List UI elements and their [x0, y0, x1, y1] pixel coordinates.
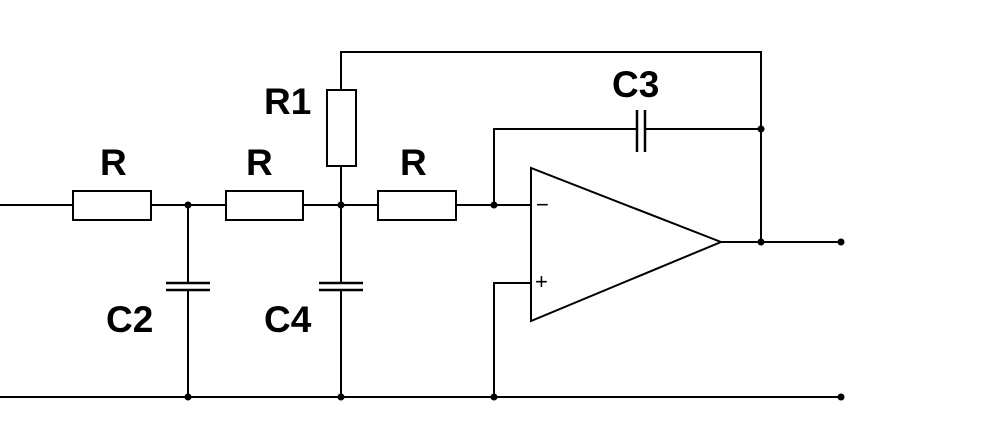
junctions — [184, 125, 845, 401]
resistor-r-in — [72, 190, 152, 221]
label-c2: C2 — [106, 299, 153, 340]
resistor-r-out — [377, 190, 457, 221]
opamp-inverting-sign: − — [536, 192, 549, 217]
junction-node1 — [184, 201, 192, 209]
wires — [0, 51, 842, 398]
junction-ground-opamp — [490, 393, 498, 401]
junction-ground-c2 — [184, 393, 192, 401]
capacitor-c3 — [635, 110, 647, 152]
label-r1: R1 — [264, 81, 311, 122]
opamp-noninverting-sign: + — [535, 269, 548, 294]
junction-node2 — [337, 201, 345, 209]
label-r-mid: R — [246, 142, 273, 183]
opamp: − + — [530, 166, 724, 323]
label-c3: C3 — [612, 64, 659, 105]
terminal-output — [837, 238, 845, 246]
junction-c3-output — [757, 125, 765, 133]
junction-output — [757, 238, 765, 246]
label-c4: C4 — [264, 299, 312, 340]
junction-node3 — [490, 201, 498, 209]
capacitor-c4 — [319, 281, 363, 292]
wire-r1-feedback — [340, 51, 762, 243]
wire-noninverting-to-ground — [493, 282, 532, 398]
resistor-r1 — [326, 89, 357, 167]
terminal-ground — [837, 393, 845, 401]
wire-node3-to-c3 — [493, 128, 638, 206]
capacitor-c2 — [166, 281, 210, 292]
label-r-out: R — [400, 142, 427, 183]
resistor-r-mid — [225, 190, 304, 221]
opamp-triangle — [530, 166, 724, 323]
label-r-in: R — [100, 142, 127, 183]
junction-ground-c4 — [337, 393, 345, 401]
